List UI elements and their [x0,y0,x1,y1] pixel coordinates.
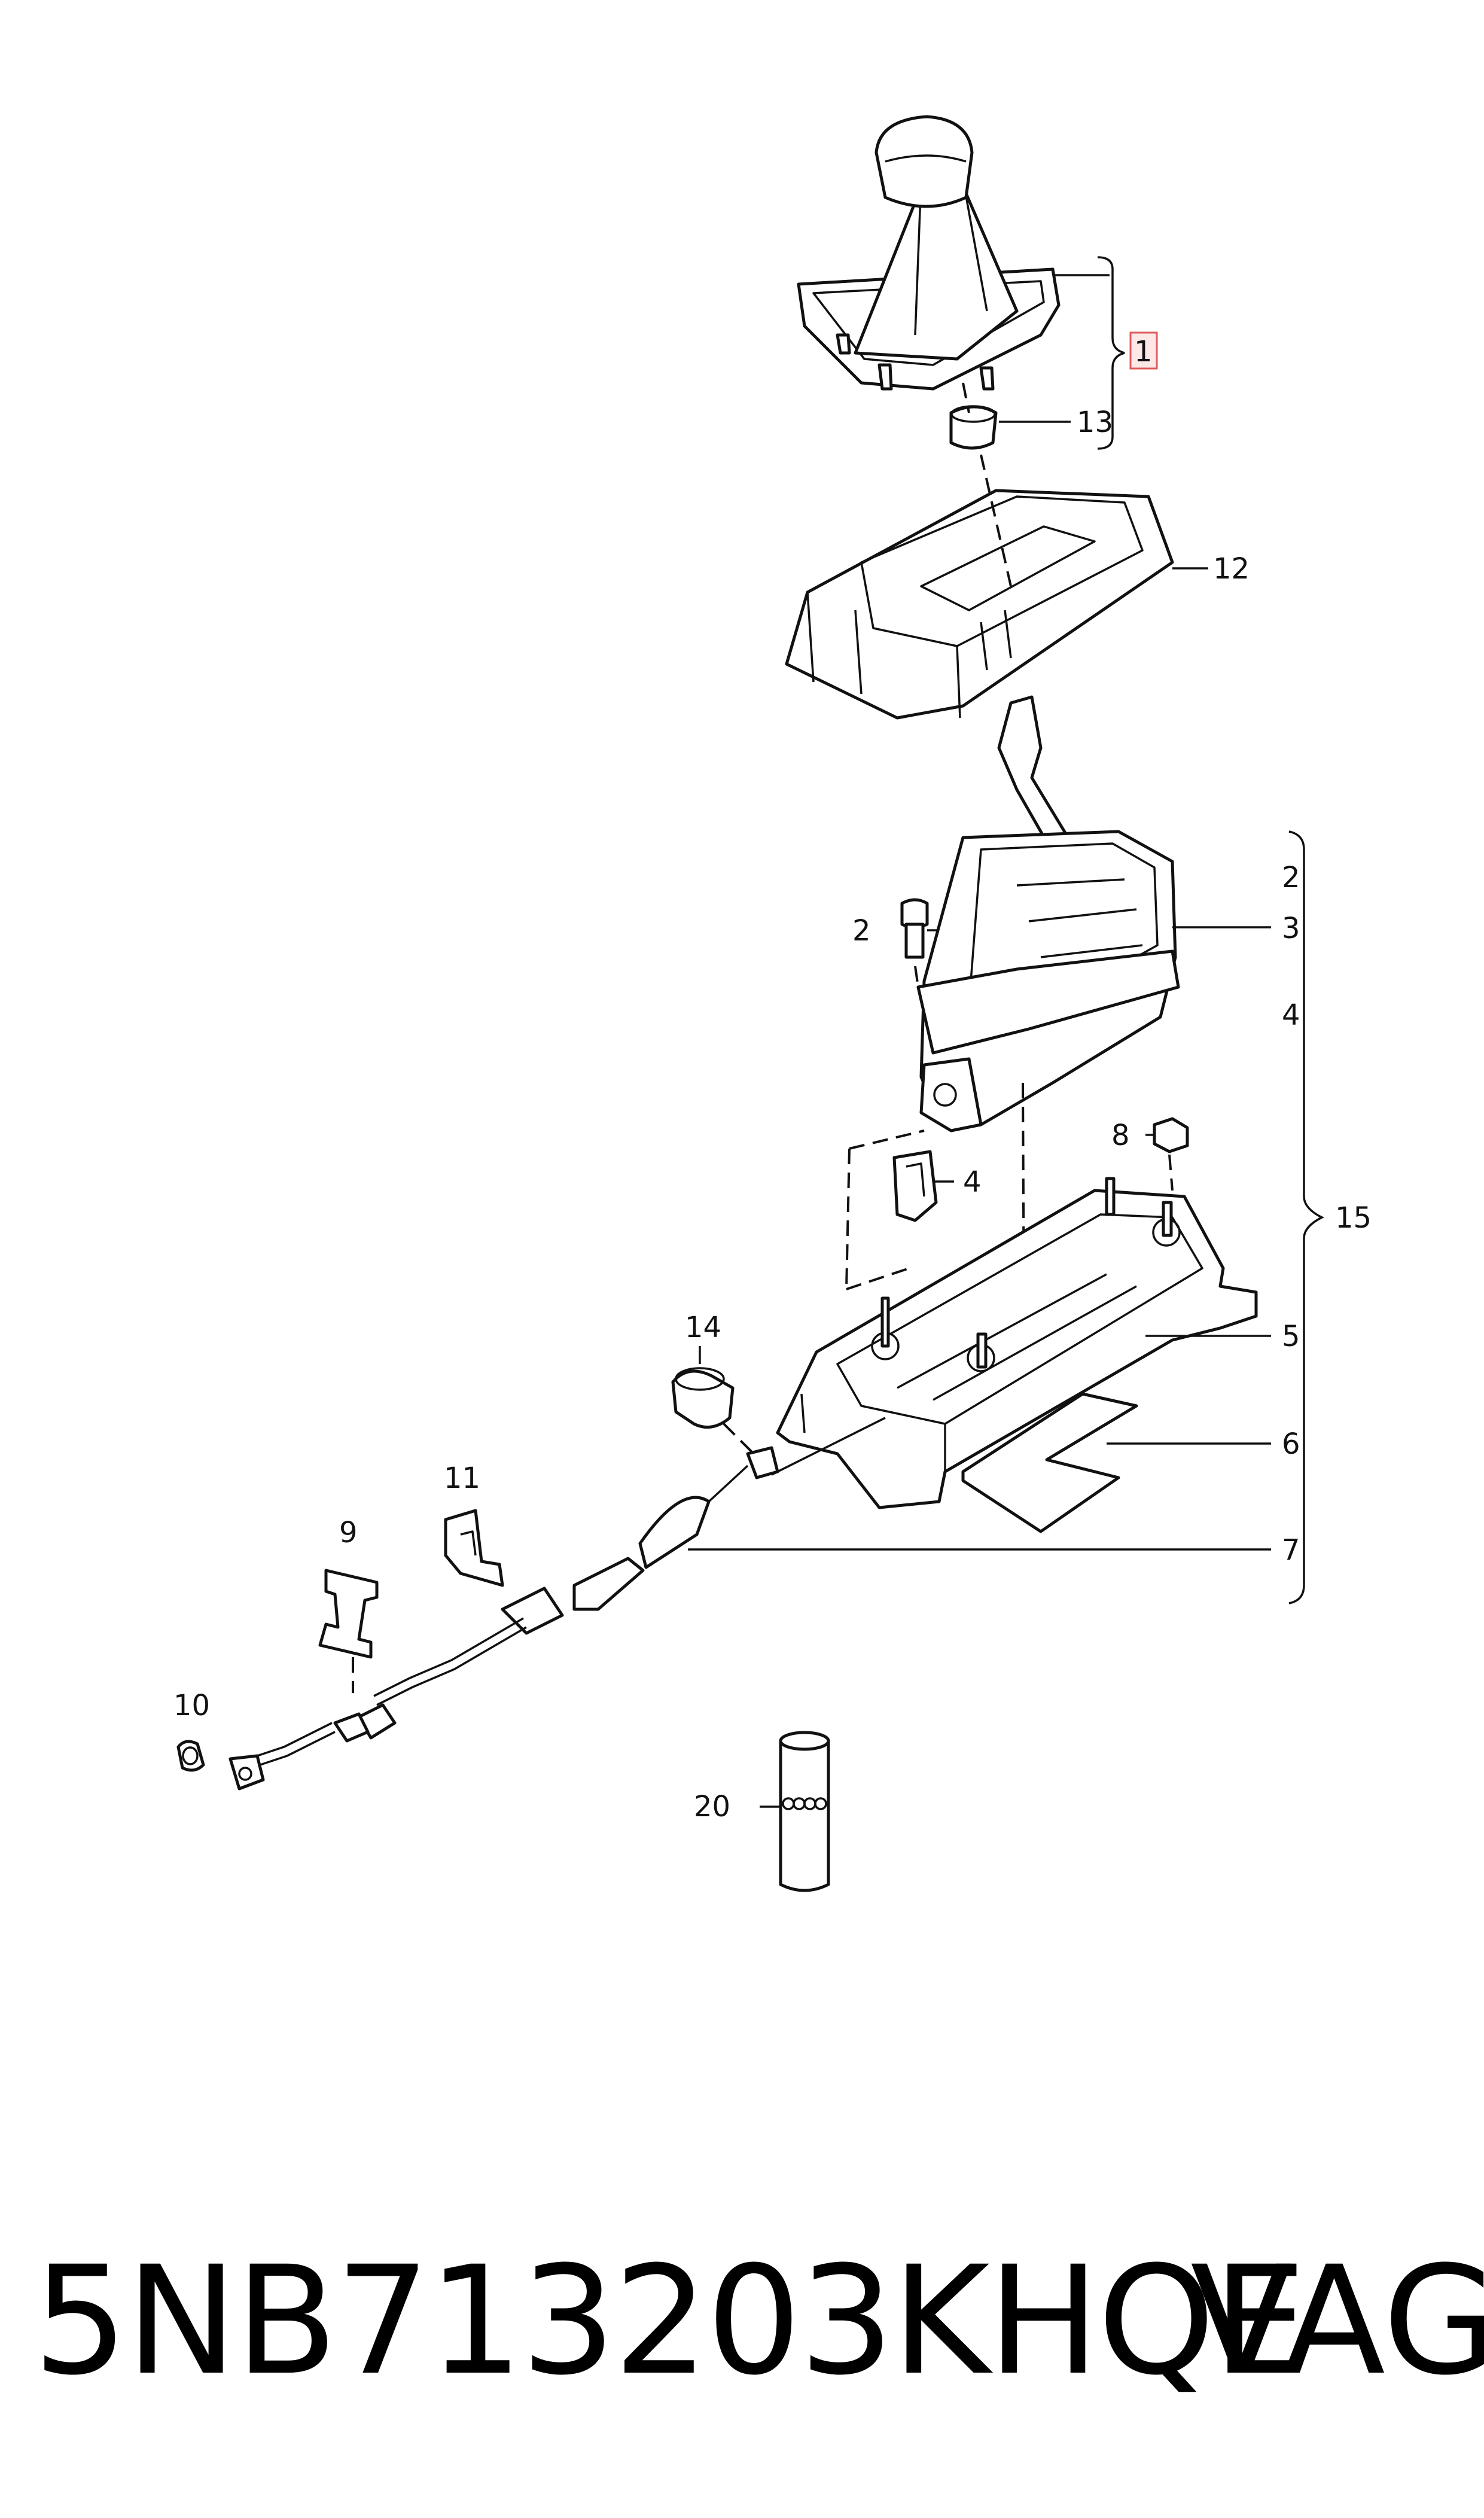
part-number-caption: 5NB713203KHQE [33,2234,1308,2408]
callout-15: 15 [1335,1201,1372,1235]
callout-4-right: 4 [1282,998,1300,1032]
bushing [176,1740,205,1772]
highlighted-callout-box [1129,331,1158,370]
callout-10: 10 [173,1689,210,1722]
base-plate [776,1177,1258,1509]
callout-13: 13 [1077,406,1113,439]
hex-nut [1153,1117,1189,1153]
callout-2-left: 2 [852,914,871,948]
callout-4-left: 4 [963,1165,982,1199]
brand-caption: VAG [1190,2234,1484,2408]
retaining-clip [892,1150,938,1222]
callout-8: 8 [1111,1119,1130,1152]
gasket-pad [961,1392,1138,1533]
callout-14: 14 [685,1311,721,1344]
cable-bracket [444,1509,504,1587]
shift-cover-frame [785,489,1174,720]
cable-grommet [671,1367,735,1429]
shift-knob-boot [797,115,1061,391]
callout-11: 11 [444,1462,480,1495]
callout-20: 20 [694,1790,730,1823]
gear-selector-mechanism [916,695,1180,1132]
spring-clip [318,1569,379,1659]
leader-lines [688,256,1324,1808]
callout-12: 12 [1213,552,1250,586]
bolt [900,898,929,959]
retaining-ring [949,405,998,450]
callout-6: 6 [1282,1427,1300,1461]
callout-9: 9 [339,1516,358,1549]
callout-1: 1 [1134,335,1153,369]
callout-7: 7 [1282,1533,1300,1567]
grease-tube [779,1731,830,1892]
callout-5: 5 [1282,1320,1300,1353]
callout-3: 3 [1282,912,1300,945]
selector-cable [228,1417,886,1791]
callout-2-right: 2 [1282,861,1300,894]
callout-labels: 1 13 12 2 3 4 15 5 6 7 2 4 8 14 11 9 10 … [173,331,1372,1823]
